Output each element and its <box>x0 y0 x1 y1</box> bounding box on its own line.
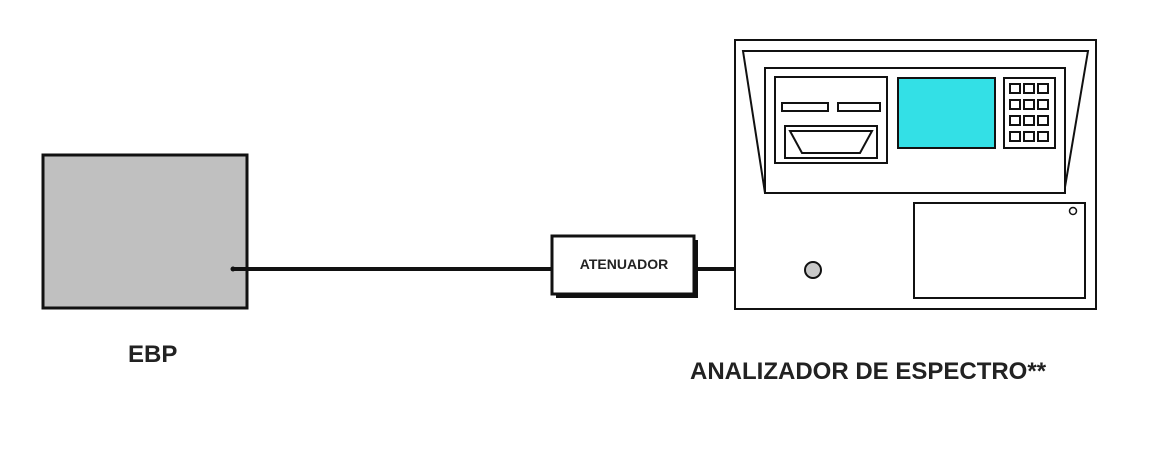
attenuator-label: ATENUADOR <box>579 256 669 272</box>
keypad-key <box>1009 99 1021 110</box>
keypad-key <box>1023 99 1035 110</box>
ebp-label: EBP <box>128 341 178 368</box>
keypad-key <box>1009 131 1021 142</box>
drive-bay-inner <box>788 130 874 154</box>
keypad-keys <box>1009 83 1049 142</box>
keypad-key <box>1037 83 1049 94</box>
keypad-key <box>1037 131 1049 142</box>
keypad-key <box>1009 115 1021 126</box>
analyzer-input-port <box>804 261 822 279</box>
keypad-key <box>1037 115 1049 126</box>
analyzer-lower-panel <box>913 202 1086 299</box>
keypad-key <box>1037 99 1049 110</box>
slot-left <box>781 102 829 112</box>
panel-indicator <box>1068 206 1078 216</box>
keypad-key <box>1023 83 1035 94</box>
attenuator-box <box>550 234 696 296</box>
analyzer-label: ANALIZADOR DE ESPECTRO** <box>690 358 1047 385</box>
analyzer-screen <box>897 77 996 149</box>
ebp-device <box>41 153 249 310</box>
slot-right <box>837 102 881 112</box>
keypad-key <box>1023 115 1035 126</box>
keypad-key <box>1009 83 1021 94</box>
keypad-key <box>1023 131 1035 142</box>
